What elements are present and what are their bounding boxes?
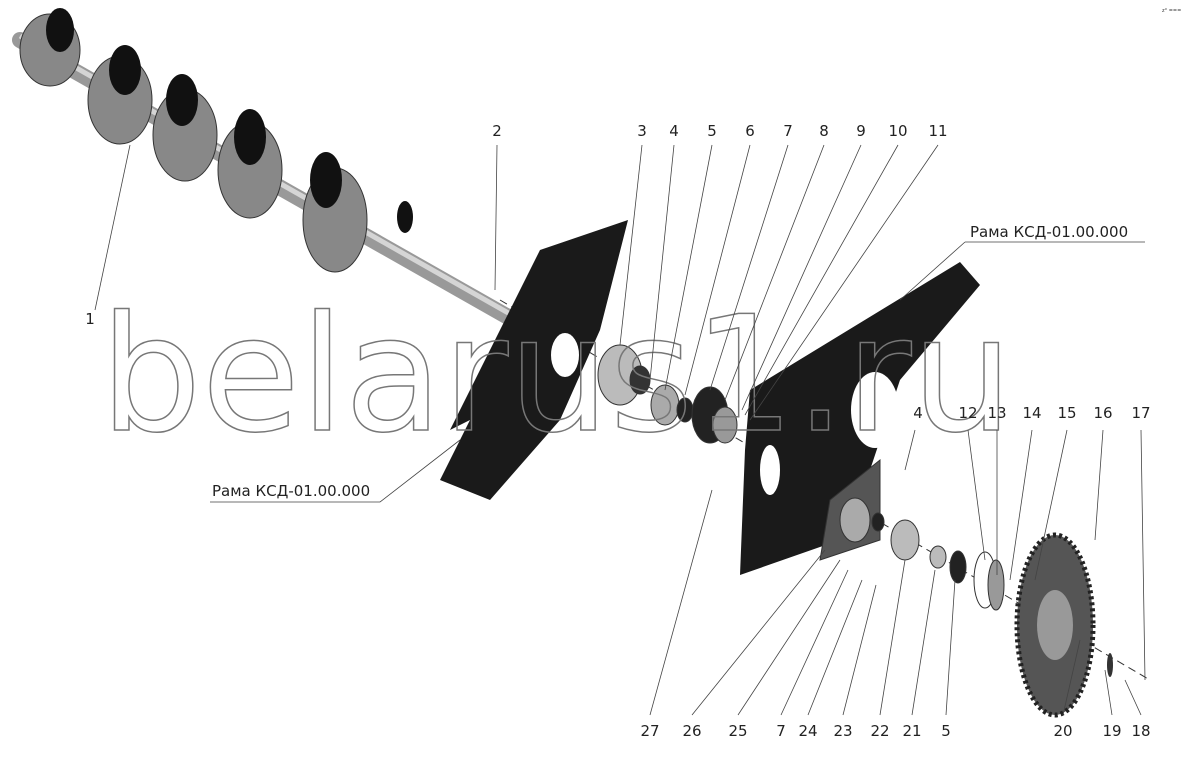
watermark: belarus1.ru bbox=[100, 281, 1013, 468]
sprocket-part-16 bbox=[1014, 532, 1113, 718]
callout: 12 bbox=[958, 404, 977, 422]
callout: 2 bbox=[492, 122, 502, 140]
callout: 7 bbox=[776, 722, 786, 740]
callout: 3 bbox=[637, 122, 647, 140]
callout: 25 bbox=[728, 722, 747, 740]
callout: 19 bbox=[1102, 722, 1121, 740]
callout: 23 bbox=[833, 722, 852, 740]
callout: 20 bbox=[1053, 722, 1072, 740]
callout: 1 bbox=[85, 310, 95, 328]
callout: 17 bbox=[1131, 404, 1150, 422]
callout: 8 bbox=[819, 122, 829, 140]
auger-part-1 bbox=[12, 8, 518, 326]
callout: 27 bbox=[640, 722, 659, 740]
callouts-top: 2 3 4 5 6 7 8 9 10 11 bbox=[492, 122, 948, 421]
callout: 11 bbox=[928, 122, 947, 140]
callout: 13 bbox=[987, 404, 1006, 422]
callout: 5 bbox=[941, 722, 951, 740]
frame-plate-left bbox=[440, 220, 628, 500]
callout: 26 bbox=[682, 722, 701, 740]
callout: 15 bbox=[1057, 404, 1076, 422]
bearing-parts-upper bbox=[597, 344, 738, 444]
callout: 7 bbox=[783, 122, 793, 140]
callout: 21 bbox=[902, 722, 921, 740]
callouts-middle: 4 12 13 14 15 16 17 bbox=[904, 404, 1151, 681]
frame-label-lower: Рама КСД-01.00.000 bbox=[212, 482, 370, 500]
callout: 24 bbox=[798, 722, 817, 740]
callout: 5 bbox=[707, 122, 717, 140]
callout: 16 bbox=[1093, 404, 1112, 422]
callout: 9 bbox=[856, 122, 866, 140]
callout: 10 bbox=[888, 122, 907, 140]
bearing-parts-lower bbox=[819, 458, 1005, 611]
callout: 6 bbox=[745, 122, 755, 140]
frame-label-upper: Рама КСД-01.00.000 bbox=[970, 223, 1128, 241]
callout: 4 bbox=[913, 404, 923, 422]
callout: 18 bbox=[1131, 722, 1150, 740]
callouts-bottom: 27 26 25 7 24 23 22 21 5 20 19 18 bbox=[640, 489, 1151, 740]
callout: 14 bbox=[1022, 404, 1041, 422]
callout: 22 bbox=[870, 722, 889, 740]
callout: 4 bbox=[669, 122, 679, 140]
corner-mark: z° === bbox=[1162, 8, 1181, 14]
